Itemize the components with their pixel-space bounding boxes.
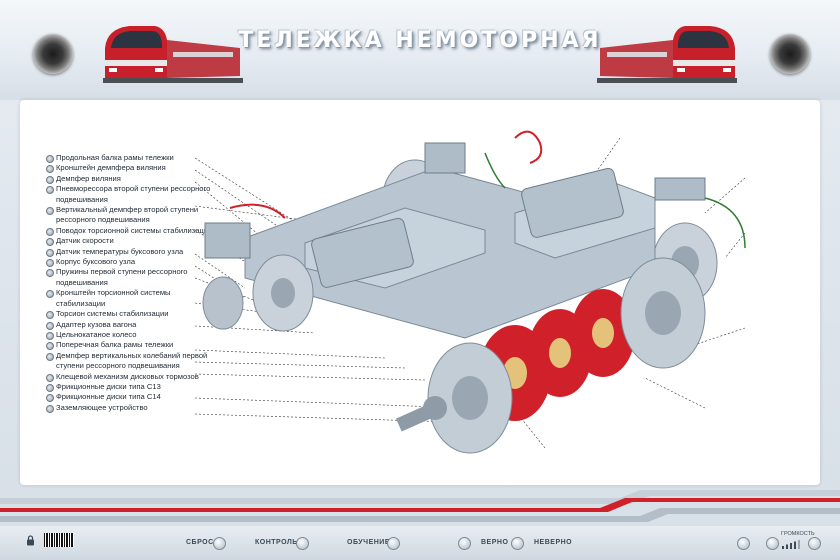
legend-item-label: Вертикальный демпфер второй ступени ресс…	[56, 205, 199, 225]
bullet-icon	[46, 290, 54, 299]
legend-item[interactable]: Заземляющее устройство	[46, 403, 216, 413]
bullet-icon	[46, 311, 54, 320]
bullet-icon	[46, 175, 54, 184]
correct-label: ВЕРНО	[481, 539, 509, 546]
legend-item-label: Пружины первой ступени рессорного подвеш…	[56, 267, 188, 287]
volume-level-icon	[782, 540, 800, 549]
bullet-icon	[46, 238, 54, 247]
bullet-icon	[46, 269, 54, 278]
legend-item-label: Кронштейн демпфера виляния	[56, 163, 166, 173]
volume-down-button[interactable]	[766, 537, 779, 550]
legend-item-label: Демпфер вертикальных колебаний первой ст…	[56, 350, 208, 371]
legend-item-label: Поперечная балка рамы тележки	[56, 340, 174, 350]
bullet-icon	[46, 383, 54, 392]
bogie-illustration	[194, 130, 746, 454]
legend-item[interactable]: Вертикальный демпфер второй ступени ресс…	[46, 205, 216, 226]
bullet-icon	[46, 165, 54, 174]
legend-item[interactable]: Продольная балка рамы тележки	[46, 153, 216, 163]
check-label: КОНТРОЛЬ	[255, 539, 298, 546]
legend-item-label: Фрикционные диски типа С13	[56, 381, 161, 391]
legend-item[interactable]: Демпфер виляния	[46, 174, 216, 184]
lock-icon[interactable]	[26, 535, 35, 546]
reset-label: СБРОС	[186, 539, 214, 546]
legend-item-label: Торсион системы стабилизации	[56, 309, 169, 319]
bottom-stripes	[0, 490, 840, 522]
bullet-icon	[46, 207, 54, 216]
bullet-icon	[46, 259, 54, 268]
legend-item[interactable]: Датчик скорости	[46, 236, 216, 247]
legend-item-label: Поводок торсионной системы стабилизации	[56, 225, 213, 235]
legend-item-label: Продольная балка рамы тележки	[56, 153, 174, 162]
legend-item[interactable]: Адаптер кузова вагона	[46, 320, 216, 330]
legend-item-label: Кронштейн торсионной системы стабилизаци…	[56, 288, 171, 308]
bullet-icon	[46, 227, 54, 236]
legend-item-label: Заземляющее устройство	[56, 402, 148, 412]
bullet-icon	[46, 155, 54, 163]
legend-item-label: Адаптер кузова вагона	[56, 319, 137, 329]
volume-up-button[interactable]	[808, 537, 821, 550]
bullet-icon	[46, 342, 54, 351]
legend-item[interactable]: Поперечная балка рамы тележки	[46, 340, 216, 351]
legend-item-label: Пневморессора второй ступени рессорного …	[56, 184, 211, 204]
left-train-icon	[103, 26, 243, 83]
correct-indicator	[458, 537, 471, 550]
legend-item[interactable]: Пружины первой ступени рессорного подвеш…	[46, 267, 216, 288]
legend-item[interactable]: Торсион системы стабилизации	[46, 309, 216, 320]
legend-item-label: Демпфер виляния	[56, 173, 121, 183]
bullet-icon	[46, 331, 54, 340]
bullet-icon	[46, 394, 54, 403]
legend-item[interactable]: Поводок торсионной системы стабилизации	[46, 226, 216, 236]
legend-item-label: Датчик скорости	[56, 236, 114, 246]
legend-item-label: Цельнокатаное колесо	[56, 329, 137, 339]
legend-item[interactable]: Пневморессора второй ступени рессорного …	[46, 184, 216, 205]
bullet-icon	[46, 404, 54, 413]
control-bar	[0, 526, 840, 560]
volume-label: ГРОМКОСТЬ	[781, 531, 815, 537]
bullet-icon	[46, 352, 54, 361]
legend-item-label: Корпус буксового узла	[56, 257, 136, 267]
legend-item[interactable]: Демпфер вертикальных колебаний первой ст…	[46, 351, 216, 372]
legend-item[interactable]: Цельнокатаное колесо	[46, 330, 216, 340]
learn-button[interactable]	[387, 537, 400, 550]
check-button[interactable]	[296, 537, 309, 550]
bullet-icon	[46, 321, 54, 330]
legend-item[interactable]: Фрикционные диски типа С13	[46, 382, 216, 392]
wrong-label: НЕВЕРНО	[534, 539, 573, 546]
barcode	[44, 533, 74, 547]
info-button[interactable]	[737, 537, 750, 550]
parts-legend: Продольная балка рамы тележки Кронштейн …	[46, 153, 216, 413]
wrong-indicator	[511, 537, 524, 550]
front-wheelset	[202, 254, 706, 454]
legend-item-label: Фрикционные диски типа С14	[56, 392, 161, 402]
learn-label: ОБУЧЕНИЕ	[347, 539, 390, 546]
legend-item[interactable]: Кронштейн демпфера виляния	[46, 163, 216, 174]
legend-item[interactable]: Кронштейн торсионной системы стабилизаци…	[46, 288, 216, 309]
bullet-icon	[46, 248, 54, 257]
right-train-icon	[597, 26, 737, 83]
legend-item-label: Клещевой механизм дисковых тормозов	[56, 371, 199, 381]
poster-title: ТЕЛЕЖКА НЕМОТОРНАЯ	[238, 28, 602, 53]
bullet-icon	[46, 186, 54, 195]
reset-button[interactable]	[213, 537, 226, 550]
bogie-frame	[204, 130, 746, 339]
legend-item[interactable]: Корпус буксового узла	[46, 257, 216, 268]
legend-item[interactable]: Клещевой механизм дисковых тормозов	[46, 372, 216, 382]
legend-item[interactable]: Датчик температуры буксового узла	[46, 247, 216, 257]
right-speaker-icon	[770, 34, 810, 74]
legend-item[interactable]: Фрикционные диски типа С14	[46, 392, 216, 403]
bullet-icon	[46, 373, 54, 382]
left-speaker-icon	[33, 34, 73, 74]
legend-item-label: Датчик температуры буксового узла	[56, 246, 184, 256]
